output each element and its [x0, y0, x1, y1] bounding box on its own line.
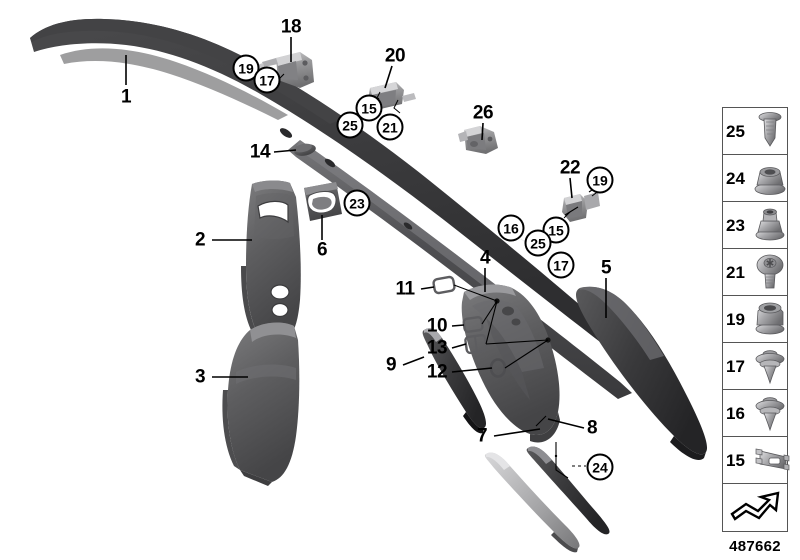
part-11-clip — [432, 275, 456, 295]
metal-bracket-icon — [750, 437, 790, 483]
legend-row-24: 24 — [723, 155, 787, 202]
leader-line-11 — [420, 286, 435, 290]
expanding-rivet-icon — [750, 390, 787, 436]
clip-leader-lines — [453, 284, 549, 369]
callout-part-18: 18 — [280, 16, 302, 38]
part-2-b-pillar-upper-trim — [241, 180, 301, 340]
legend-number: 16 — [726, 403, 745, 423]
collar-nut-icon — [750, 202, 787, 248]
legend-number: 23 — [726, 215, 745, 235]
callout-part-6: 6 — [316, 239, 328, 261]
part-6-grab-handle-cover — [304, 182, 342, 221]
callout-part-14: 14 — [249, 141, 271, 163]
legend-row-15: 15 — [723, 437, 790, 484]
callout-part-4: 4 — [479, 247, 491, 269]
leader-line-20 — [384, 65, 393, 89]
fastener-callout-23a: 23 — [343, 189, 371, 217]
legend-row-25: 25 — [723, 108, 787, 155]
legend-row-21: 21 — [723, 249, 787, 296]
callout-part-22: 22 — [559, 157, 581, 179]
flange-nut-icon — [750, 155, 787, 201]
fastener-callout-25b: 25 — [524, 229, 552, 257]
legend-table: 25 24 23 21 19 17 16 15 — [722, 107, 790, 532]
callout-part-20: 20 — [384, 45, 406, 67]
legend-number: 24 — [726, 168, 745, 188]
callout-part-9: 9 — [385, 354, 397, 376]
leader-line-26 — [481, 122, 484, 141]
fastener-callout-19b: 19 — [586, 166, 614, 194]
part-8-trim-blade-dark — [526, 446, 610, 535]
direction-arrow-icon — [723, 484, 787, 532]
legend-number: 19 — [726, 309, 745, 329]
part-22-mounting-bracket — [562, 189, 601, 222]
roof-rail-molding: ━━ — [288, 140, 632, 399]
fastener-callout-24a: 24 — [586, 453, 614, 481]
fastener-callout-15a: 15 — [355, 94, 383, 122]
torx-bolt-icon — [750, 249, 787, 295]
fastener-callout-25a: 25 — [336, 111, 364, 139]
callout-part-5: 5 — [600, 257, 612, 279]
part-18-mounting-bracket — [251, 52, 314, 88]
blade-tick-marks — [535, 415, 547, 427]
legend-row-17: 17 — [723, 343, 787, 390]
part-1-a-pillar-trim — [30, 18, 618, 345]
leader-line-12 — [451, 367, 493, 373]
expanding-rivet-icon — [750, 343, 787, 389]
legend-number: 21 — [726, 262, 745, 282]
legend-row-19: 19 — [723, 296, 787, 343]
leader-line-14 — [273, 149, 297, 153]
callout-part-12: 12 — [426, 361, 448, 383]
callout-part-2: 2 — [194, 229, 206, 251]
legend-number: 17 — [726, 356, 745, 376]
fastener-callout-21a: 21 — [376, 113, 404, 141]
legend-row-16: 16 — [723, 390, 787, 437]
part-26-mounting-bracket — [458, 126, 498, 154]
leader-line-8 — [547, 418, 585, 429]
svg-text:━━: ━━ — [519, 236, 527, 244]
leader-line-13 — [451, 343, 467, 349]
callout-part-11: 11 — [395, 278, 415, 300]
legend-number: 25 — [726, 121, 745, 141]
hex-flange-nut-icon — [750, 296, 787, 342]
legend-row-23: 23 — [723, 202, 787, 249]
leader-line-22 — [569, 177, 573, 199]
legend-number: 15 — [726, 450, 745, 470]
fastener-callout-16a: 16 — [497, 214, 525, 242]
part-14-cover-cap — [294, 143, 316, 156]
callout-leader-lines — [125, 37, 607, 437]
callout-part-1: 1 — [120, 86, 132, 108]
leader-line-7 — [493, 428, 541, 437]
callout-part-13: 13 — [426, 337, 448, 359]
diagram-reference-number: 487662 — [729, 538, 781, 555]
part-7-trim-blade — [484, 452, 580, 553]
part-5-quarter-panel-trim — [576, 286, 708, 461]
callout-part-3: 3 — [194, 366, 206, 388]
leader-line-10 — [451, 324, 465, 327]
fastener-callout-17a: 17 — [253, 66, 281, 94]
fastener-callout-17b: 17 — [547, 251, 575, 279]
callout-part-7: 7 — [476, 425, 488, 447]
part-9-trim-strip — [422, 328, 486, 434]
callout-part-26: 26 — [472, 102, 494, 124]
leader-line-9 — [402, 356, 425, 366]
part-24-leader — [554, 442, 586, 479]
rivet-screw-icon — [750, 108, 787, 154]
callout-part-10: 10 — [426, 315, 448, 337]
callout-part-8: 8 — [586, 417, 598, 439]
part-3-b-pillar-lower-trim — [222, 322, 300, 486]
